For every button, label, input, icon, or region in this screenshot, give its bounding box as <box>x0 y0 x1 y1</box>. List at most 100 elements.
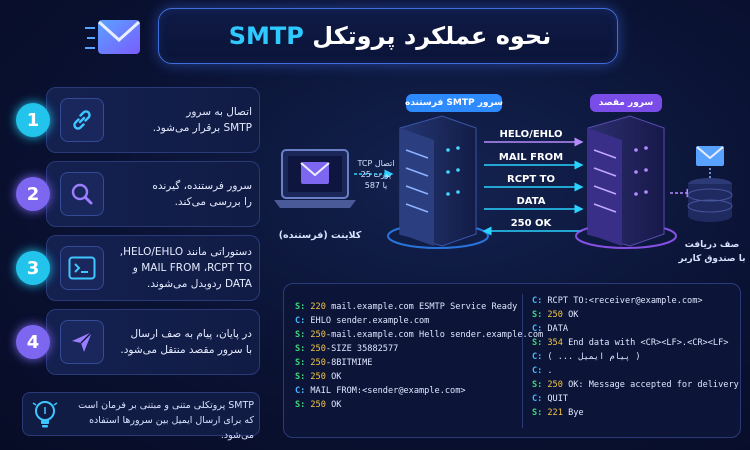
log-text: MAIL FROM:<sender@example.com> <box>310 386 466 396</box>
server-prefix: S: <box>295 302 306 312</box>
log-line: C: EHLO sender.example.com <box>295 314 520 328</box>
server-prefix: S: <box>532 408 543 418</box>
server-prefix: S: <box>295 400 306 410</box>
log-line: C: QUIT <box>532 392 738 406</box>
step-text-4: در پایان، پیام به صف ارسال با سرور مقصد … <box>120 328 252 356</box>
smtp-session-log <box>283 283 741 438</box>
page-title: نحوه عملکرد پروتکل SMTP <box>190 18 590 54</box>
server-prefix: S: <box>532 310 543 320</box>
terminal-column-right: C: RCPT TO:<receiver@example.com> S: 250 OK… <box>532 294 739 420</box>
response-code: 250 <box>310 344 326 354</box>
response-code: 250 <box>547 380 563 390</box>
tip-card <box>22 392 260 436</box>
log-text: OK <box>325 372 342 382</box>
client-prefix: C: <box>532 324 543 334</box>
log-line: S: 250 OK <box>532 308 738 322</box>
log-text: RCPT TO:<receiver@example.com> <box>547 296 703 306</box>
step-number-2: 2 <box>16 177 50 211</box>
log-line: S: 250-8BITMIME <box>295 356 520 370</box>
log-line: C:. <box>532 364 738 378</box>
cmd-mail-from: MAIL FROM <box>498 152 564 163</box>
step-number-1: 1 <box>16 103 50 137</box>
log-text: -SIZE 35882577 <box>325 344 399 354</box>
client-prefix: C: <box>532 366 543 376</box>
client-prefix: C: <box>532 352 543 362</box>
log-line: S: 250 OK <box>295 398 520 412</box>
step-text-1: اتصال به سرور SMTP برقرار می‌شود. <box>152 106 252 134</box>
terminal-icon <box>60 246 104 290</box>
response-code: 354 <box>547 338 563 348</box>
server-prefix: S: <box>295 358 306 368</box>
step-text-3: دستوراتی مانند HELO/EHLO, MAIL FROM ،RCP… <box>119 246 252 290</box>
title-protocol: SMTP <box>228 22 304 50</box>
title-banner <box>158 8 618 64</box>
client-label: کلاینت (فرستنده) <box>278 230 362 241</box>
server-prefix: S: <box>532 380 543 390</box>
log-line: S: 250-SIZE 35882577 <box>295 342 520 356</box>
log-text: OK <box>325 400 342 410</box>
log-line: S: 250-mail.example.com Hello sender.exam… <box>295 328 543 342</box>
log-line: S: 250 OK <box>295 370 520 384</box>
log-line: C: ( پیام ایمیل ... ) <box>532 350 738 364</box>
link-icon <box>60 98 104 142</box>
mailbox-label: صف دریافت با صندوق کاربر <box>678 240 746 264</box>
tip-text: SMTP پروتکلی متنی و مبتنی بر فرمان است ک… <box>78 400 254 441</box>
laptop-icon <box>274 149 356 208</box>
terminal-divider <box>522 294 523 428</box>
client-prefix: C: <box>532 394 543 404</box>
log-line: C: RCPT TO:<receiver@example.com> <box>532 294 738 308</box>
terminal-column-left: S: 220 mail.example.com ESMTP Service Rea… <box>295 300 543 412</box>
server-prefix: S: <box>295 372 306 382</box>
tcp-connection-label: اتصال TCP پورت 25 یا 587 <box>357 159 395 190</box>
step-number-3: 3 <box>16 251 50 285</box>
response-code: 250 <box>310 330 326 340</box>
cmd-helo: HELO/EHLO <box>499 129 563 140</box>
log-text: OK <box>562 310 579 320</box>
log-text: DATA <box>547 324 569 334</box>
log-text: End data with <CR><LF>.<CR><LF> <box>562 338 729 348</box>
client-prefix: C: <box>532 296 543 306</box>
log-line: S: 354 End data with <CR><LF>.<CR><LF> <box>532 336 738 350</box>
server-prefix: S: <box>295 330 306 340</box>
server-prefix: S: <box>295 344 306 354</box>
sender-server <box>387 115 489 249</box>
client-prefix: C: <box>295 386 306 396</box>
step-text-2: سرور فرستنده، گیرنده را بررسی می‌کند. <box>152 180 252 208</box>
title-text: نحوه عملکرد پروتکل <box>312 22 552 50</box>
response-code: 250 <box>310 400 326 410</box>
log-line: C: MAIL FROM:<sender@example.com> <box>295 384 520 398</box>
log-text: QUIT <box>547 394 569 404</box>
response-code: 221 <box>547 408 563 418</box>
smtp-flow-diagram <box>274 115 733 249</box>
log-line: S: 250 OK: Message accepted for delivery <box>532 378 739 392</box>
sender-server-label: سرور SMTP فرستنده <box>405 94 503 112</box>
server-prefix: S: <box>532 338 543 348</box>
response-code: 220 <box>310 302 326 312</box>
response-code: 250 <box>310 358 326 368</box>
log-line: S: 220 mail.example.com ESMTP Service Rea… <box>295 300 520 314</box>
log-text: -8BITMIME <box>325 358 373 368</box>
log-text: mail.example.com ESMTP Service Ready <box>325 302 518 312</box>
log-text: EHLO sender.example.com <box>310 316 430 326</box>
log-text: . <box>547 366 553 376</box>
destination-server <box>575 115 677 249</box>
response-code: 250 <box>310 372 326 382</box>
lightbulb-icon <box>32 401 58 428</box>
client-prefix: C: <box>295 316 306 326</box>
log-text: -mail.example.com Hello sender.example.c… <box>325 330 544 340</box>
log-text: ( پیام ایمیل ... ) <box>547 352 641 362</box>
envelope-icon <box>85 20 141 54</box>
log-line: S: 221 Bye <box>532 406 738 420</box>
response-code: 250 <box>547 310 563 320</box>
mailbox-database-icon <box>687 146 733 222</box>
cmd-data: DATA <box>516 196 546 207</box>
log-text: OK: Message accepted for delivery <box>562 380 739 390</box>
destination-server-label: سرور مقصد <box>590 94 662 112</box>
step-number-4: 4 <box>16 325 50 359</box>
cmd-250-ok: 250 OK <box>510 218 552 229</box>
log-text: Bye <box>562 408 584 418</box>
send-icon <box>60 320 104 364</box>
search-icon <box>60 172 104 216</box>
cmd-rcpt-to: RCPT TO <box>507 174 555 185</box>
log-line: C: DATA <box>532 322 738 336</box>
